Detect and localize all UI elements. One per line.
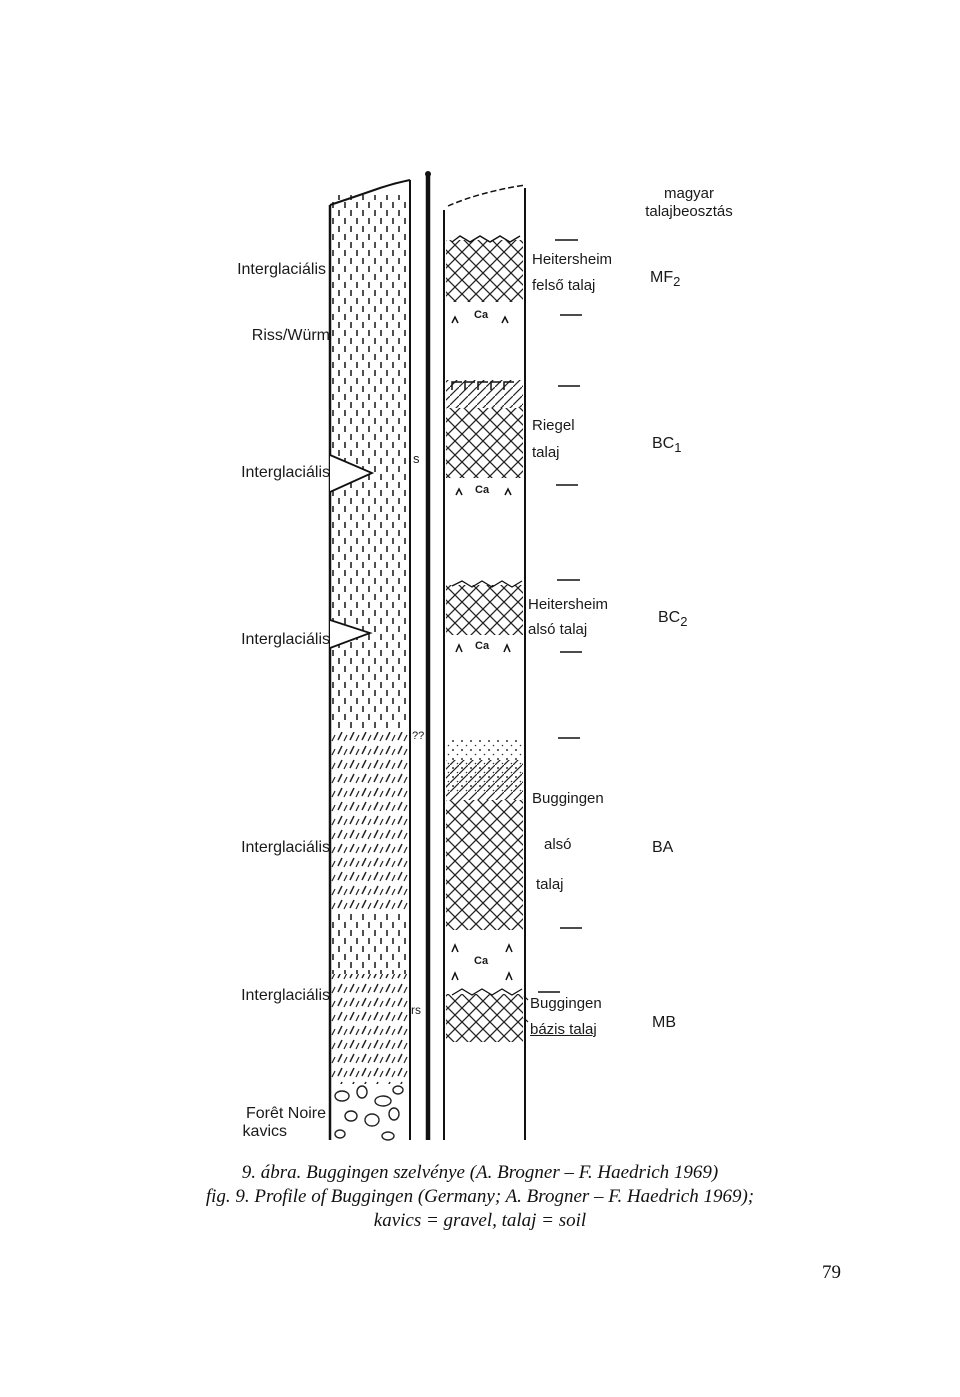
soil-1-label-line-2: felső talaj [532, 277, 596, 294]
ca-mark-2: Ca [475, 484, 490, 496]
ca-mark-1: Ca [474, 309, 489, 321]
axis-mark-rs: rs [411, 1003, 421, 1017]
caption-line-2: fig. 9. Profile of Buggingen (Germany; A… [205, 1186, 755, 1207]
soil-4-label-line-3: talaj [536, 876, 564, 893]
soil-1-code-sub: 2 [673, 274, 681, 290]
soil-2-code-sub: 1 [674, 440, 682, 456]
left-label-interglacial-4: Interglaciális [241, 839, 330, 856]
right-soil-column [443, 184, 526, 1140]
header-line-2: talajbeosztás [645, 203, 733, 220]
left-label-foret-noire: Forêt Noire [245, 1105, 326, 1122]
soil-3-code-sub: 2 [680, 614, 688, 630]
soil-5-code: MB [652, 1014, 676, 1031]
soil-4-label-line-1: Buggingen [532, 790, 604, 807]
soil-5-label-line-2: bázis talaj [530, 1021, 597, 1038]
bracket-soil-5 [523, 995, 529, 1023]
left-label-interglacial-1: Interglaciális [237, 261, 326, 278]
ca-mark-3: Ca [475, 640, 490, 652]
page-number: 79 [822, 1262, 841, 1283]
soil-4-label-line-2: alsó [544, 836, 572, 853]
soil-2-code-main: BC [652, 435, 675, 452]
left-label-kavics: kavics [242, 1123, 287, 1140]
axis-mark-s: s [413, 451, 420, 466]
gravel-layer [334, 1085, 404, 1141]
classification-header: magyar talajbeosztás [634, 185, 744, 221]
soil-1-code: MF2 [650, 269, 681, 290]
interglacial-marker-1 [329, 454, 375, 493]
soil-5-label-line-1: Buggingen [530, 995, 602, 1012]
soil-3-label-line-1: Heitersheim [528, 596, 609, 613]
soil-2-label-line-2: talaj [532, 444, 560, 461]
soil-1-code-main: MF [650, 269, 674, 286]
interglacial-marker-2 [329, 619, 373, 649]
soil-2-label-line-1: Riegel [532, 417, 575, 434]
caption-line-3: kavics = gravel, talaj = soil [373, 1210, 587, 1231]
axis-mark-question: ?? [412, 730, 425, 742]
horizon-boundaries [538, 239, 582, 993]
soil-2-code: BC1 [652, 435, 682, 456]
caption-line-1: 9. ábra. Buggingen szelvénye (A. Brogner… [241, 1162, 719, 1183]
header-line-1: magyar [663, 185, 715, 202]
ca-mark-4: Ca [474, 955, 489, 967]
left-label-interglacial-3: Interglaciális [241, 631, 330, 648]
soil-4-code: BA [652, 839, 674, 856]
soil-3-code-main: BC [658, 609, 681, 626]
left-label-interglacial-5: Interglaciális [241, 987, 330, 1004]
left-label-riss-wurm: Riss/Würm [251, 327, 330, 344]
soil-3-label-line-2: alsó talaj [528, 621, 588, 638]
central-axis [425, 171, 431, 1140]
soil-profile-diagram [328, 171, 582, 1141]
left-lithology-column [328, 179, 411, 1141]
soil-3-code: BC2 [658, 609, 688, 630]
soil-1-label-line-1: Heitersheim [532, 251, 613, 268]
left-label-interglacial-2: Interglaciális [241, 464, 330, 481]
